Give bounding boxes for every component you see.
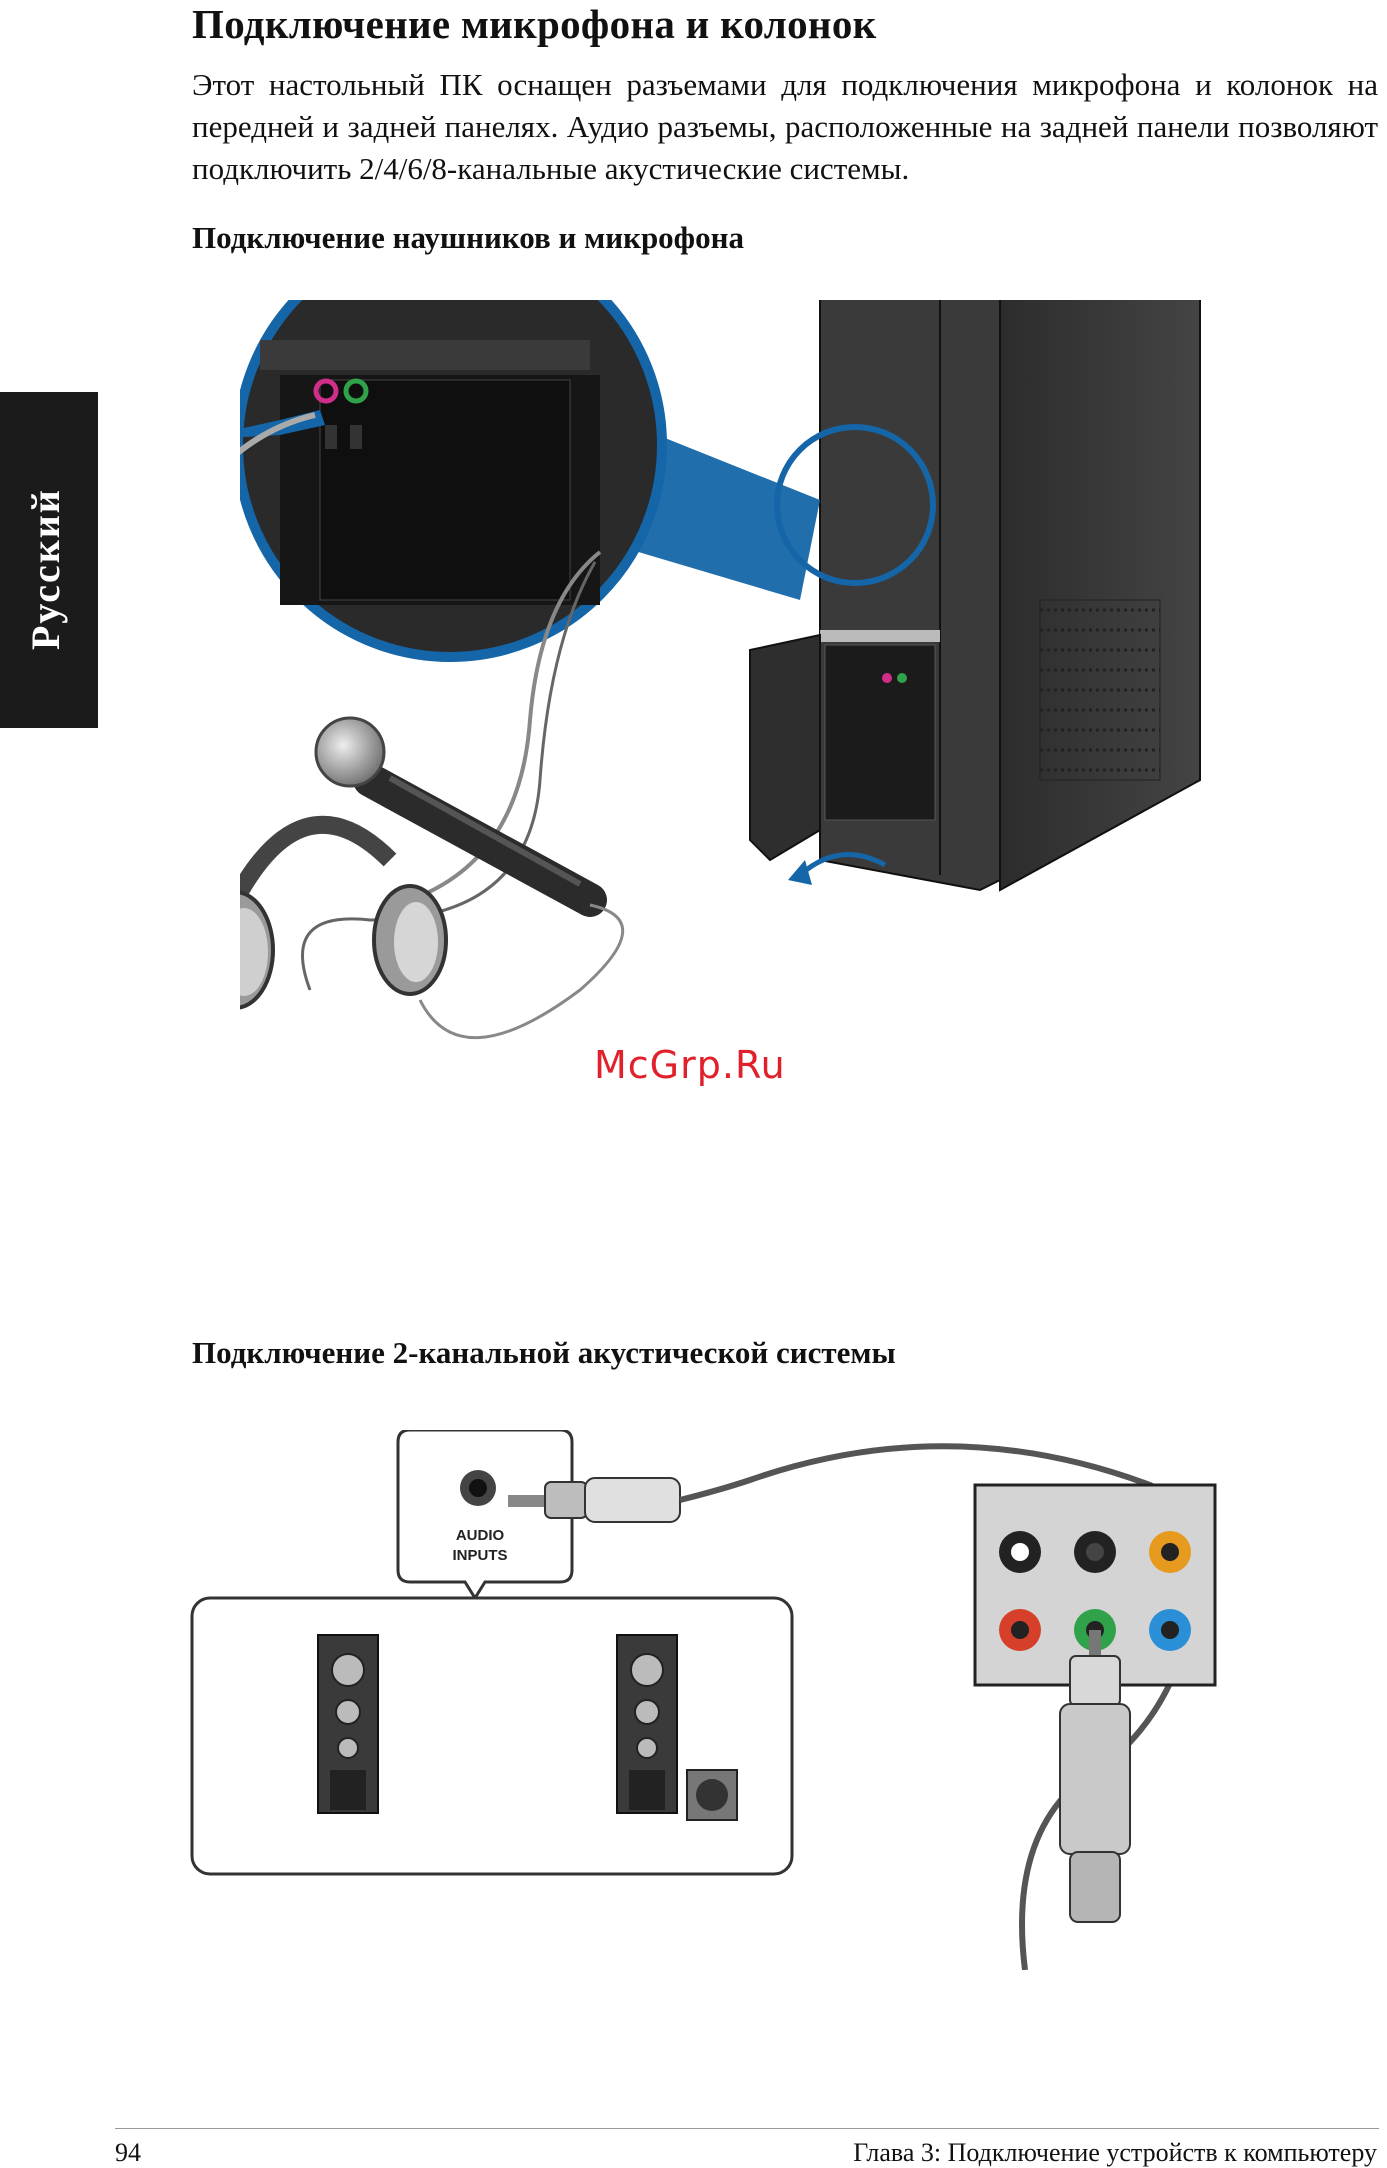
open-door-arrow (798, 852, 887, 877)
intro-paragraph: Этот настольный ПК оснащен разъемами для… (192, 67, 1378, 186)
right-speaker (616, 1634, 678, 1814)
language-side-tab (0, 392, 98, 728)
audio-inputs-label-line2: INPUTS (452, 1547, 507, 1564)
subwoofer (686, 1769, 738, 1821)
rear-plug (1059, 1630, 1131, 1923)
headphones (240, 815, 448, 1010)
watermark-text: McGrp.Ru (594, 1043, 786, 1087)
speaker-connection-illustration: AUDIO INPUTS (190, 1430, 1217, 1970)
pc-tower (749, 300, 1201, 892)
page-number: 94 (115, 2138, 141, 2167)
page-title: Подключение микрофона и колонок (192, 1, 877, 47)
microphone (314, 716, 625, 1040)
audio-inputs-label-line1: AUDIO (456, 1527, 505, 1544)
speakers-box (190, 1596, 794, 1876)
section-title-headphones: Подключение наушников и микрофона (192, 220, 744, 255)
section-title-speakers: Подключение 2-канальной акустической сис… (192, 1335, 896, 1370)
footer-chapter-title: Глава 3: Подключение устройств к компьют… (853, 2138, 1377, 2167)
language-tab-label: Русский (23, 488, 68, 650)
left-speaker (317, 1634, 379, 1814)
headphones-microphone-illustration (240, 300, 1201, 1040)
audio-inputs-callout: AUDIO INPUTS (396, 1430, 574, 1601)
zoom-inset-circle (240, 300, 667, 662)
footer-divider (115, 2128, 1379, 2129)
